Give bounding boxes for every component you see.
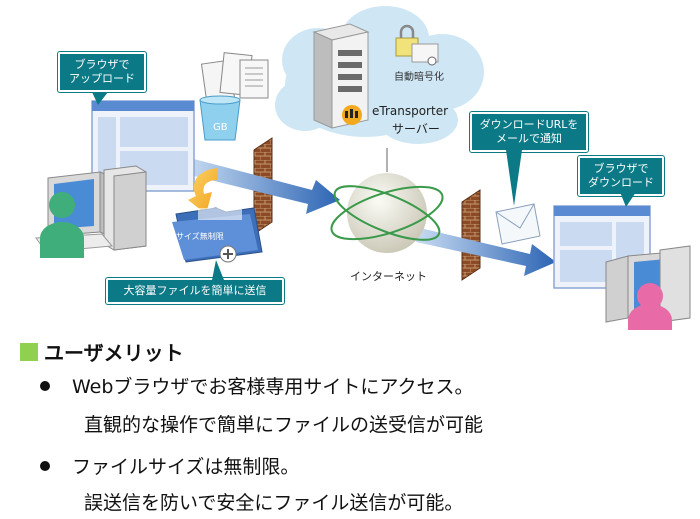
gb-label: GB [213, 122, 228, 133]
server-icon [312, 23, 370, 129]
encryption-lock-icon [395, 24, 439, 66]
callout-browser-upload: ブラウザで アップロード [58, 52, 146, 92]
callout-large-file-text: 大容量ファイルを簡単に送信 [123, 284, 267, 297]
callout-notify-line1: ダウンロードURLを [479, 118, 579, 131]
callout-large-file-tail [212, 260, 224, 280]
bullet-2-line2: 誤送信を防いで安全にファイル送信が可能。 [84, 492, 464, 514]
sender-person-icon [40, 192, 84, 258]
bullet-1-line1: Webブラウザでお客様専用サイトにアクセス。 [72, 376, 474, 398]
callout-upload-tail [92, 92, 108, 105]
user-merit-heading: ユーザメリット [20, 337, 184, 366]
callout-notify-tail [506, 150, 522, 206]
documents-icon [200, 52, 269, 103]
internet-label: インターネット [350, 270, 427, 283]
orange-curved-arrow-icon [188, 168, 218, 214]
bullet-dot-icon [40, 460, 50, 471]
file-transfer-diagram [35, 6, 691, 330]
encrypt-label: 自動暗号化 [394, 72, 444, 83]
download-arrow-icon [416, 228, 556, 276]
firewall-right-icon [461, 189, 481, 281]
folder-label: サイズ無制限 [176, 232, 224, 241]
bullet-item-1: Webブラウザでお客様専用サイトにアクセス。 [40, 372, 473, 399]
tiger-logo-icon [342, 105, 362, 125]
gb-bucket-icon [199, 95, 241, 141]
heading-square-icon [20, 342, 38, 361]
callout-large-file: 大容量ファイルを簡単に送信 [106, 278, 284, 304]
bullet-2-line1: ファイルサイズは無制限。 [72, 456, 300, 478]
callout-upload-line1: ブラウザで [74, 58, 130, 71]
cloud-icon [275, 6, 484, 144]
receiver-person-icon [628, 283, 672, 330]
callout-download-line2: ダウンロード [588, 176, 654, 189]
plus-icon [219, 245, 237, 263]
user-merit-title: ユーザメリット [44, 341, 184, 365]
folder-icon [172, 207, 263, 263]
callout-browser-download: ブラウザで ダウンロード [578, 156, 664, 196]
upload-arrow-icon [186, 158, 340, 214]
internet-globe-icon [330, 173, 444, 253]
bullet-item-2: ファイルサイズは無制限。 [40, 452, 299, 479]
callout-download-line1: ブラウザで [593, 162, 649, 175]
server-name-line2: サーバー [392, 122, 440, 136]
callout-notify-line2: メールで通知 [496, 132, 562, 145]
bullet-dot-icon [40, 380, 50, 391]
bullet-1-line2: 直観的な操作で簡単にファイルの送受信が可能 [84, 414, 484, 436]
callout-mail-notify: ダウンロードURLを メールで通知 [470, 112, 588, 152]
server-name-line1: eTransporter [372, 104, 449, 118]
mail-envelope-icon [495, 203, 541, 245]
callout-download-tail [620, 192, 636, 207]
download-browser-window-icon [553, 205, 651, 289]
callout-upload-line2: アップロード [69, 72, 135, 85]
